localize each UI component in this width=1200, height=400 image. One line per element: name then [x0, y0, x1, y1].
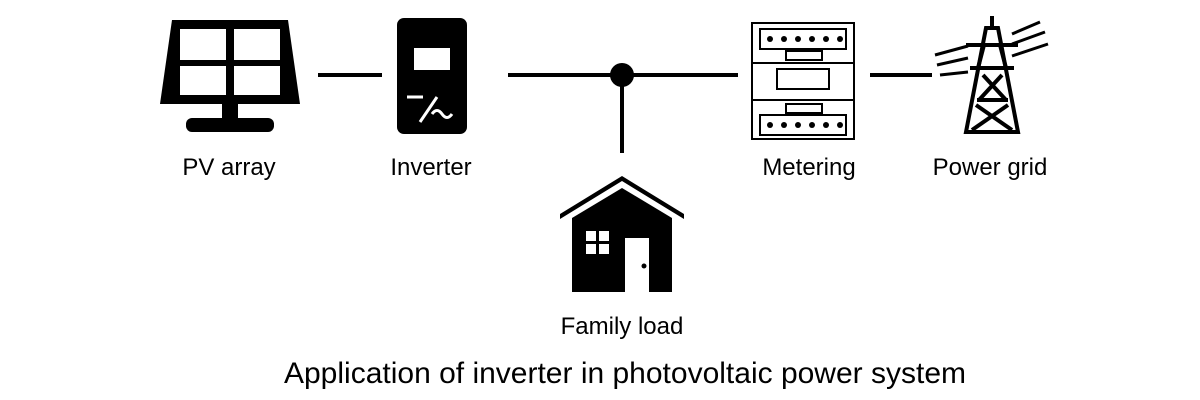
solar-panel-icon — [160, 20, 300, 132]
diagram-caption: Application of inverter in photovoltaic … — [283, 357, 967, 390]
metering-label: Metering — [762, 154, 856, 181]
power-grid-label: Power grid — [932, 154, 1048, 181]
connection-lines — [318, 73, 932, 153]
pv-array-label: PV array — [182, 154, 276, 181]
family-load-label: Family load — [560, 313, 684, 340]
inverter-label: Inverter — [390, 154, 472, 181]
house-icon — [560, 176, 684, 292]
junction-node — [610, 63, 634, 87]
electricity-meter-icon — [751, 22, 855, 140]
inverter-icon — [397, 18, 467, 134]
transmission-tower-icon — [934, 16, 1049, 134]
